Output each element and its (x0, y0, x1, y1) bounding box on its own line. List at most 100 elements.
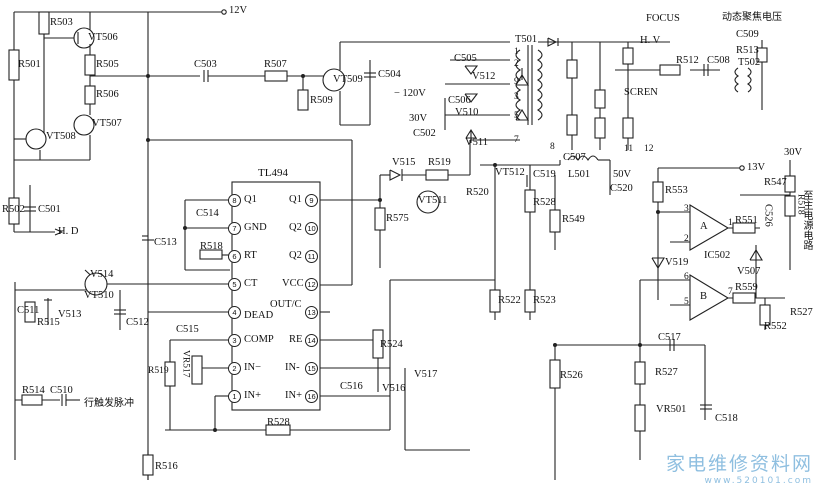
opamp-pin-1: 1 (728, 218, 733, 228)
diode-v519: V519 (665, 257, 689, 268)
capacitor-c512: C512 (126, 317, 149, 328)
net-hv: H. V (640, 35, 661, 46)
tl494-pin-1-label: IN+ (244, 390, 262, 401)
tl494-pin-8: 8 (228, 194, 241, 207)
capacitor-c517: C517 (658, 332, 681, 343)
tl494-pin-14: 14 (305, 334, 318, 347)
resistor-r518: R518 (200, 241, 223, 252)
capacitor-c511: C511 (17, 305, 40, 316)
tl494-pin-15: 15 (305, 362, 318, 375)
tl494-pin-11-label: Q2 (289, 250, 302, 261)
resistor-r516: R516 (155, 461, 178, 472)
tl494-pin-16: 16 (305, 390, 318, 403)
diode-v511: V511 (465, 137, 488, 148)
resistor-r505: R505 (96, 59, 119, 70)
resistor-r527: R527 (655, 367, 678, 378)
resistor-r502: R502 (2, 204, 25, 215)
resistor-r509: R509 (310, 95, 333, 106)
diode-v516: V516 (382, 383, 406, 394)
transformer-t501: T501 (515, 34, 538, 45)
t501-pin-1: 1 (514, 47, 519, 57)
supply-12v: 12V (229, 5, 248, 16)
resistor-r524: R524 (380, 339, 403, 350)
capacitor-c505: C505 (454, 53, 477, 64)
capacitor-c506: C506 (448, 95, 471, 106)
resistor-r553: R553 (665, 185, 688, 196)
net-focus: FOCUS (646, 13, 680, 24)
potentiometer-vr517: VR517 (180, 350, 191, 378)
capacitor-c501: C501 (38, 204, 61, 215)
watermark-logo: 家电维修资料网 www.520101.com (666, 449, 813, 486)
transistor-vt506: VT506 (88, 32, 118, 43)
supply-neg-120v: − 120V (394, 88, 426, 99)
resistor-r575: R575 (386, 213, 409, 224)
capacitor-c513: C513 (154, 237, 177, 248)
capacitor-c510: C510 (50, 385, 73, 396)
tl494-pin-10-label: Q2 (289, 222, 302, 233)
t501-pin-2: 2 (514, 59, 519, 69)
tl494-pin-8-label: Q1 (244, 194, 257, 205)
diode-v507: V507 (737, 266, 761, 277)
tl494-pin-7-label: GND (244, 222, 267, 233)
t501-pin-7: 7 (514, 135, 519, 145)
tl494-pin-14-label: RE (289, 334, 303, 345)
capacitor-c519: C519 (533, 169, 556, 180)
supply-30v-a: 30V (409, 113, 428, 124)
tl494-pin-2: 2 (228, 362, 241, 375)
resistor-r528-a: R528 (267, 417, 290, 428)
supply-50v: 50V (613, 169, 632, 180)
capacitor-c514: C514 (196, 208, 219, 219)
supply-13v: 13V (747, 162, 766, 173)
tl494-pin-1: 1 (228, 390, 241, 403)
inductor-l501: L501 (568, 169, 591, 180)
tl494-pin-7: 7 (228, 222, 241, 235)
diode-v513: V513 (58, 309, 82, 320)
capacitor-c507: C507 (563, 152, 586, 163)
t501-pin-3: 3 (514, 92, 519, 102)
main-circuit-annotation: 至主电源电路 (801, 190, 812, 250)
resistor-r523: R523 (533, 295, 556, 306)
opamp-pin-5: 5 (684, 297, 689, 307)
resistor-r519-b: R519 (148, 366, 169, 376)
capacitor-c509: C509 (736, 29, 759, 40)
t501-pin-9: 9 (514, 77, 519, 87)
tl494-pin-13-label: OUT/C (270, 299, 302, 310)
resistor-r526: R526 (560, 370, 583, 381)
net-12: 12 (644, 144, 654, 154)
opamp-pin-7: 7 (728, 287, 733, 297)
transformer-t502: T502 (738, 57, 761, 68)
diode-v515: V515 (392, 157, 416, 168)
resistor-r528-b: R528 (533, 197, 556, 208)
resistor-r522: R522 (498, 295, 521, 306)
tl494-pin-12: 12 (305, 278, 318, 291)
capacitor-c508: C508 (707, 55, 730, 66)
resistor-r512: R512 (676, 55, 699, 66)
resistor-r506: R506 (96, 89, 119, 100)
tl494-pin-6: 6 (228, 250, 241, 263)
net-scren: SCREN (624, 87, 658, 98)
capacitor-c515: C515 (176, 324, 199, 335)
resistor-r520: R520 (466, 187, 489, 198)
watermark-title: 家电维修资料网 (665, 453, 813, 475)
tl494-pin-3: 3 (228, 334, 241, 347)
resistor-r551: R551 (735, 215, 758, 226)
transistor-vt508: VT508 (46, 131, 76, 142)
tl494-pin-2-label: IN− (244, 362, 262, 373)
resistor-r514: R514 (22, 385, 45, 396)
opamp-pin-2: 2 (684, 234, 689, 244)
transistor-vt511: VT511 (418, 195, 448, 206)
tl494-title: TL494 (258, 167, 288, 179)
tl494-pin-11: 11 (305, 250, 318, 263)
capacitor-c516: C516 (340, 381, 363, 392)
net-hd: H. D (58, 226, 79, 237)
diode-v510: V510 (455, 107, 479, 118)
opamp-pin-6: 6 (684, 272, 689, 282)
diode-v512: V512 (472, 71, 496, 82)
ic502-label: IC502 (704, 250, 731, 261)
resistor-r527-b: R527 (790, 307, 813, 318)
resistor-r503: R503 (50, 17, 73, 28)
capacitor-c504: C504 (378, 69, 401, 80)
net-8: 8 (550, 142, 555, 152)
capacitor-c526: C526 (762, 204, 774, 227)
